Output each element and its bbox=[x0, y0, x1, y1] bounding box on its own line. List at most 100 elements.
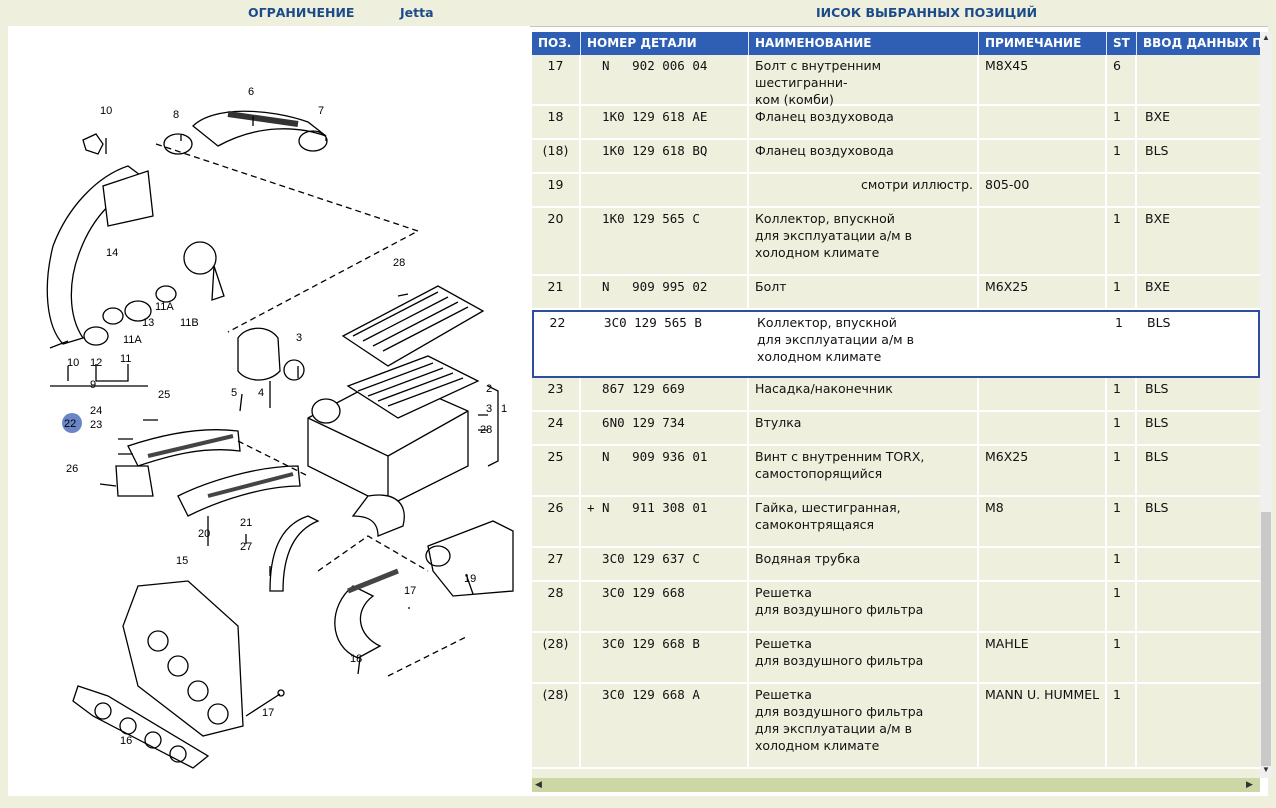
cell-num: 867 129 669 bbox=[581, 378, 749, 410]
cell-st: 1 bbox=[1107, 276, 1137, 308]
col-pos-header[interactable]: ПОЗ. bbox=[532, 32, 581, 55]
cell-name: Фланец воздуховода bbox=[749, 140, 979, 172]
col-note-header[interactable]: ПРИМЕЧАНИЕ bbox=[979, 32, 1107, 55]
cell-input: BLS bbox=[1145, 449, 1169, 464]
svg-text:28: 28 bbox=[480, 424, 492, 436]
cell-name: Гайка, шестигранная, самоконтрящаяся bbox=[749, 497, 979, 546]
cell-input: BXE bbox=[1145, 109, 1171, 124]
cell-pos: 27 bbox=[532, 548, 581, 580]
svg-text:20: 20 bbox=[198, 528, 210, 540]
cell-st: 1 bbox=[1107, 412, 1137, 444]
col-number-header[interactable]: НОМЕР ДЕТАЛИ bbox=[581, 32, 749, 55]
cell-input: BLS bbox=[1145, 381, 1169, 396]
cell-pos: 28 bbox=[532, 582, 581, 631]
svg-text:16: 16 bbox=[120, 735, 132, 747]
cell-note bbox=[981, 312, 1109, 376]
cell-input: BLS bbox=[1145, 500, 1169, 515]
horizontal-scrollbar[interactable]: ◀ ▶ bbox=[532, 778, 1260, 792]
svg-text:6: 6 bbox=[248, 86, 254, 98]
cell-note bbox=[979, 582, 1107, 631]
cell-input: BLS bbox=[1145, 143, 1169, 158]
svg-text:28: 28 bbox=[393, 257, 405, 269]
cell-note: M8 bbox=[979, 497, 1107, 546]
table-header: ПОЗ. НОМЕР ДЕТАЛИ НАИМЕНОВАНИЕ ПРИМЕЧАНИ… bbox=[532, 32, 1260, 55]
parts-diagram-svg: 10 8 6 7 14 28 11A 13 11B 11A 10 12 11 9… bbox=[46, 86, 514, 769]
cell-num: 3C0 129 668 B bbox=[581, 633, 749, 682]
cell-input: BLS bbox=[1145, 415, 1169, 430]
svg-text:7: 7 bbox=[318, 105, 324, 117]
svg-text:2: 2 bbox=[486, 383, 492, 395]
svg-text:27: 27 bbox=[240, 541, 252, 553]
frame-bottom bbox=[0, 796, 1276, 808]
cell-name: Фланец воздуховода bbox=[749, 106, 979, 138]
svg-text:12: 12 bbox=[90, 357, 102, 369]
cell-num: 1K0 129 618 AE bbox=[581, 106, 749, 138]
svg-text:14: 14 bbox=[106, 247, 118, 259]
cell-pos: 17 bbox=[532, 55, 581, 104]
parts-diagram[interactable]: 10 8 6 7 14 28 11A 13 11B 11A 10 12 11 9… bbox=[8, 26, 530, 796]
scrollbar-thumb[interactable] bbox=[1261, 512, 1271, 766]
cell-pos: 26 bbox=[532, 497, 581, 546]
cell-num: + N 911 308 01 bbox=[581, 497, 749, 546]
cell-input: BXE bbox=[1145, 211, 1171, 226]
svg-text:17: 17 bbox=[262, 707, 274, 719]
svg-text:8: 8 bbox=[173, 109, 179, 121]
cell-pos: (18) bbox=[532, 140, 581, 172]
cell-num: 6N0 129 734 bbox=[581, 412, 749, 444]
scroll-right-icon[interactable]: ▶ bbox=[1246, 779, 1253, 789]
cell-st: 1 bbox=[1107, 140, 1137, 172]
cell-name: Коллектор, впускной для эксплуатации а/м… bbox=[749, 208, 979, 274]
svg-text:10: 10 bbox=[100, 105, 112, 117]
cell-input bbox=[1137, 548, 1260, 580]
cell-pos: 20 bbox=[532, 208, 581, 274]
svg-text:11A: 11A bbox=[123, 334, 142, 346]
cell-st: 1 bbox=[1107, 208, 1137, 274]
col-input-header[interactable]: ВВОД ДАННЫХ П bbox=[1143, 36, 1260, 50]
col-st-header[interactable]: ST bbox=[1107, 32, 1137, 55]
cell-st: 1 bbox=[1107, 497, 1137, 546]
cell-note: 805-00 bbox=[979, 174, 1107, 206]
cell-name: Решетка для воздушного фильтра для экспл… bbox=[749, 684, 979, 767]
svg-text:19: 19 bbox=[464, 573, 476, 585]
highlight-marker-22: 22 bbox=[62, 413, 82, 433]
cell-pos: 24 bbox=[532, 412, 581, 444]
svg-text:13: 13 bbox=[142, 317, 154, 329]
col-name-header[interactable]: НАИМЕНОВАНИЕ bbox=[749, 32, 979, 55]
svg-text:3: 3 bbox=[486, 403, 492, 415]
cell-note: M8X45 bbox=[979, 55, 1107, 104]
cell-st: 1 bbox=[1107, 582, 1137, 631]
cell-num: 3C0 129 668 bbox=[581, 582, 749, 631]
cell-num: N 909 936 01 bbox=[581, 446, 749, 495]
cell-st: 1 bbox=[1107, 548, 1137, 580]
cell-name: Втулка bbox=[749, 412, 979, 444]
scroll-left-icon[interactable]: ◀ bbox=[535, 779, 542, 789]
svg-text:5: 5 bbox=[231, 387, 237, 399]
cell-pos: 22 bbox=[534, 312, 583, 376]
vertical-scrollbar[interactable]: ▲ ▼ bbox=[1260, 32, 1272, 778]
top-bar: ОГРАНИЧЕНИЕ Jetta ІИСОК ВЫБРАННЫХ ПОЗИЦИ… bbox=[0, 0, 1276, 27]
scroll-up-icon[interactable]: ▲ bbox=[1262, 33, 1270, 42]
cell-note bbox=[979, 106, 1107, 138]
cell-note bbox=[979, 208, 1107, 274]
cell-num: N 902 006 04 bbox=[581, 55, 749, 104]
cell-note bbox=[979, 378, 1107, 410]
scroll-down-icon[interactable]: ▼ bbox=[1262, 765, 1270, 774]
svg-text:17: 17 bbox=[404, 585, 416, 597]
svg-text:26: 26 bbox=[66, 463, 78, 475]
frame-right bbox=[1268, 26, 1276, 808]
